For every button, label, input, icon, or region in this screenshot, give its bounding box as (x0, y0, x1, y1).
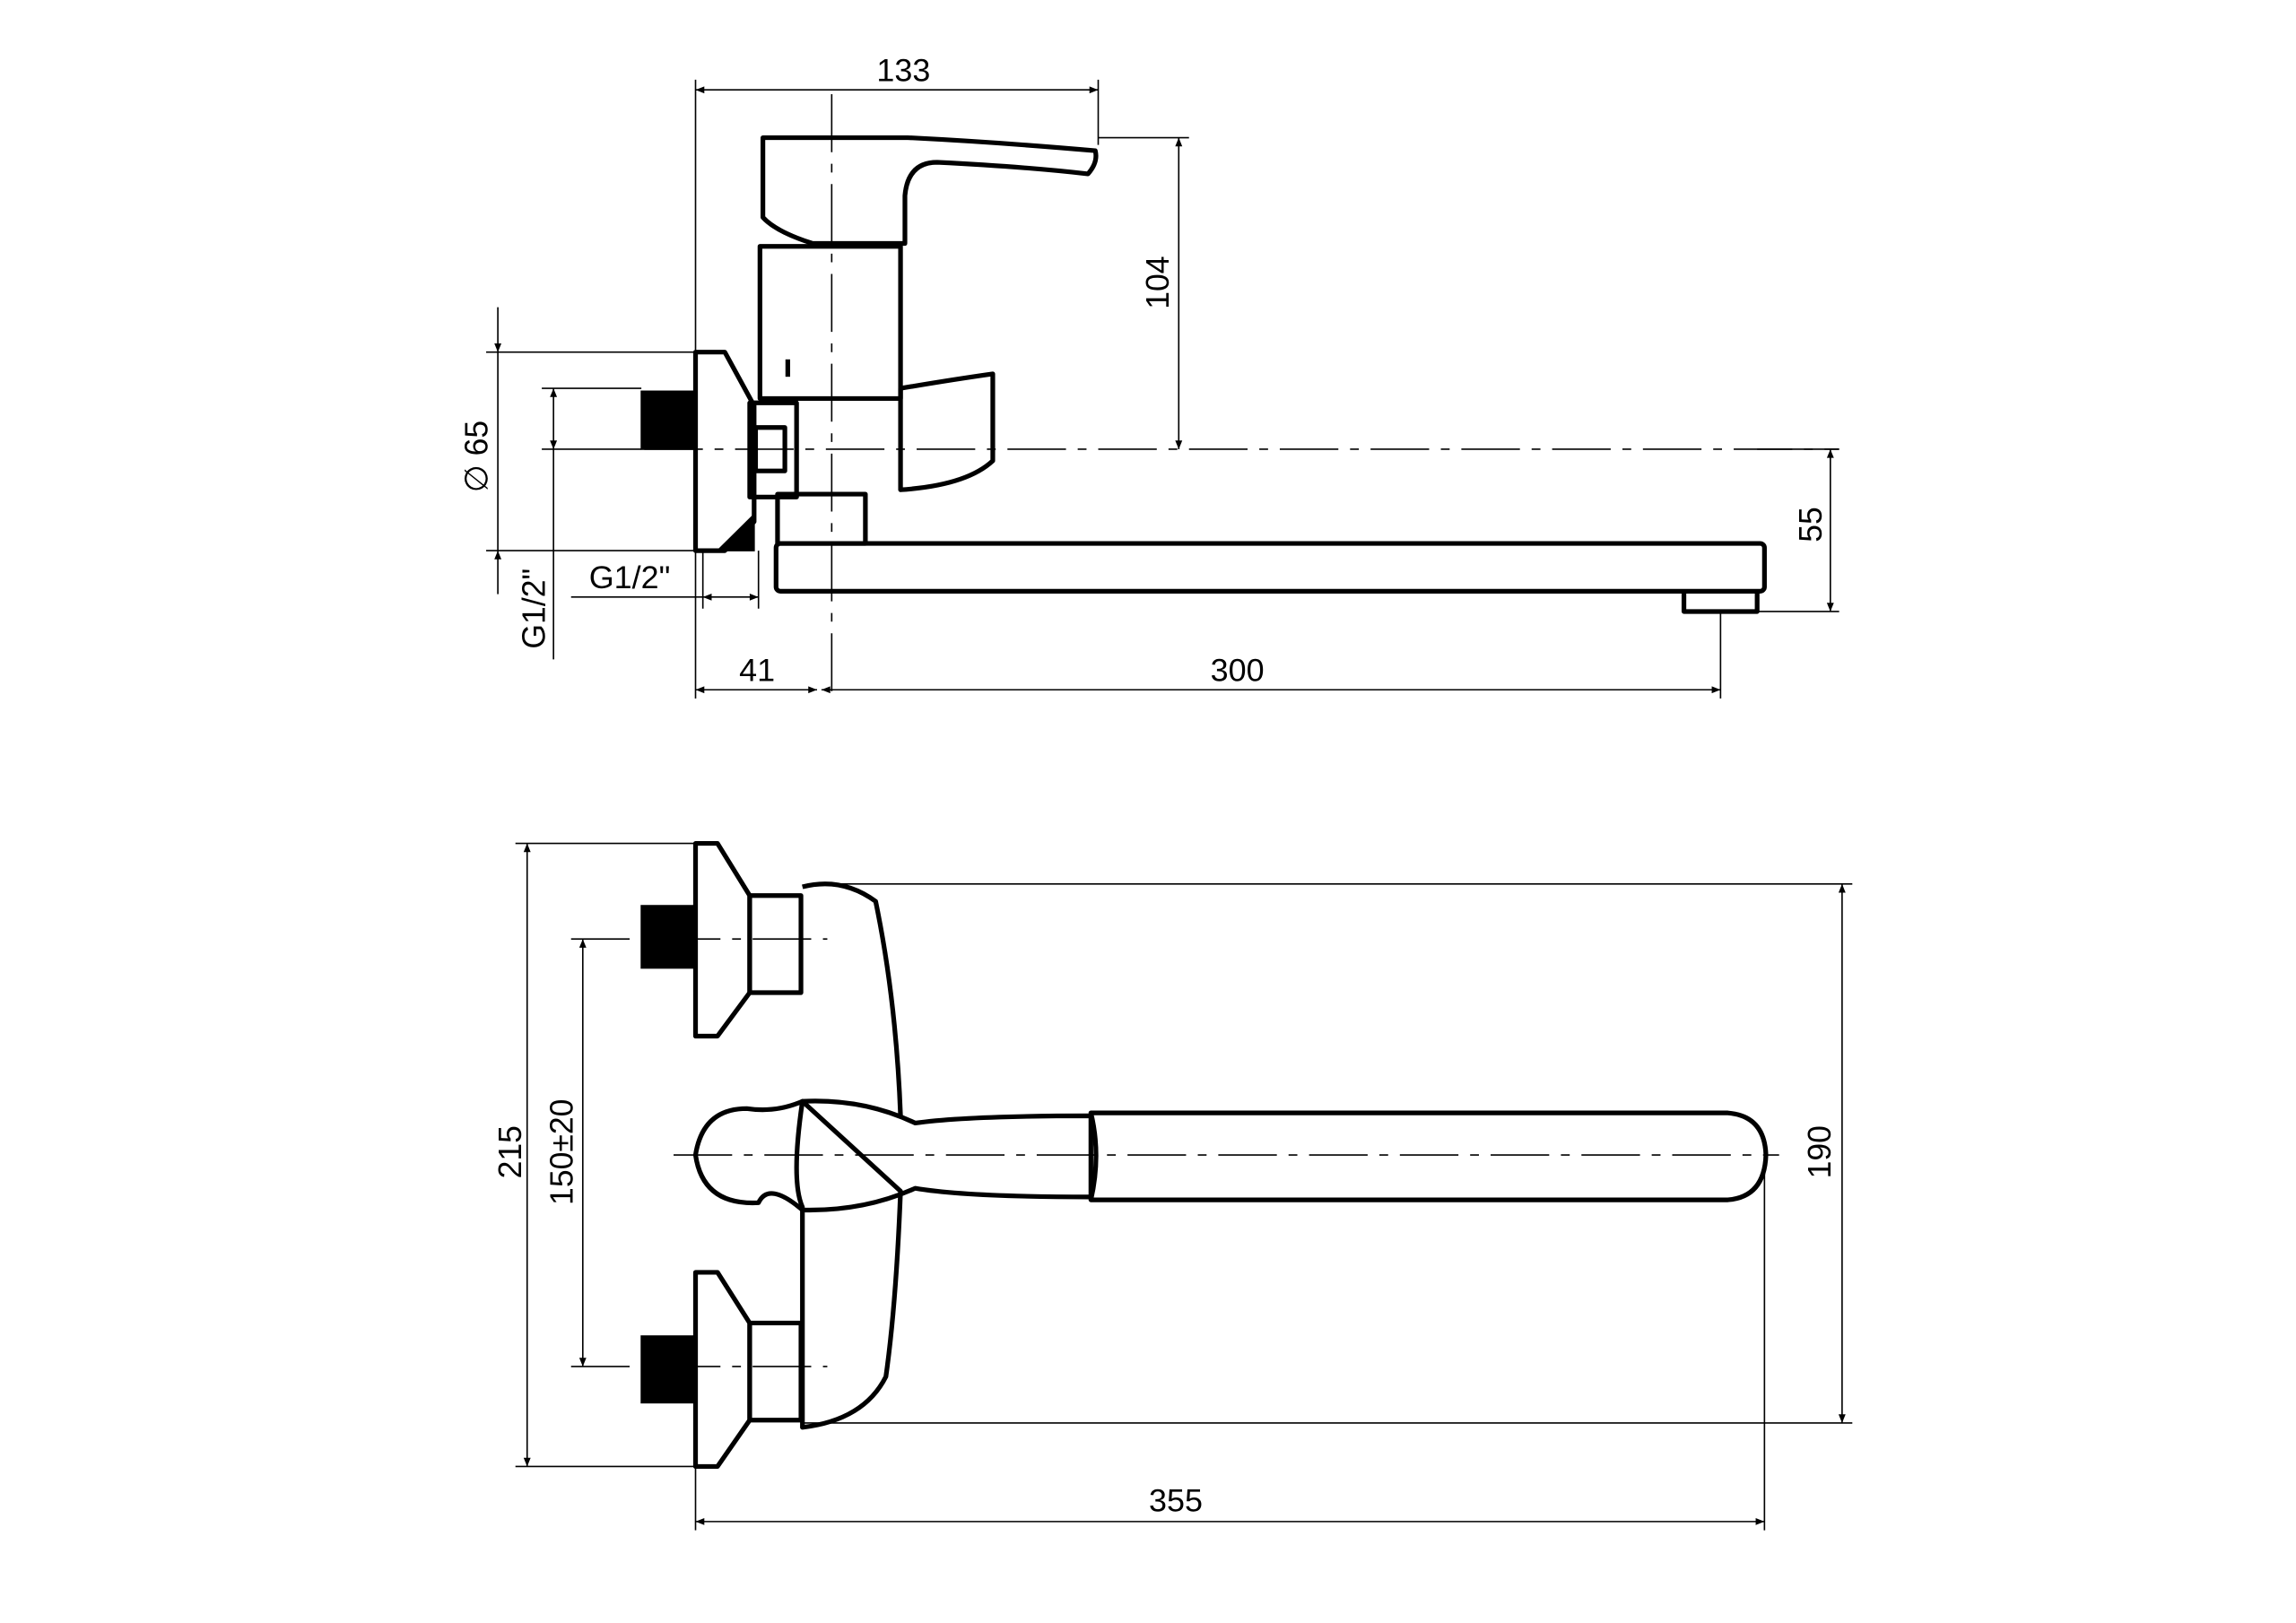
inlet-thread (640, 390, 694, 450)
swivel-nut (775, 491, 868, 546)
spout-top (1088, 1110, 1769, 1202)
aerator (1681, 591, 1760, 614)
dim-300: 300 (1211, 653, 1265, 689)
dim-41: 41 (739, 653, 775, 689)
handle-knob (692, 1098, 1093, 1213)
dim-104: 104 (1140, 256, 1176, 308)
bottom-inlet-thread (640, 1335, 694, 1404)
dim-55: 55 (1793, 507, 1829, 542)
top-inlet-thread (640, 905, 694, 969)
dim-133: 133 (876, 53, 930, 89)
dim-355: 355 (1149, 1483, 1203, 1519)
side-view: 133 104 ∅ 65 G1/2" G1/2" (459, 53, 1839, 699)
lever-handle (761, 135, 1099, 247)
dim-190: 190 (1802, 1125, 1838, 1178)
dim-inlet-spacing: 150±20 (544, 1099, 579, 1205)
front-view: 215 150±20 190 355 (492, 840, 1853, 1531)
valve-body (757, 244, 903, 402)
wall-flange (692, 350, 757, 553)
dim-thread-vertical: G1/2" (516, 568, 552, 649)
dim-thread-horizontal: G1/2" (589, 560, 671, 595)
dim-flange-diameter: ∅ 65 (459, 421, 495, 492)
bottom-flange (692, 1270, 752, 1470)
dim-215: 215 (492, 1125, 528, 1178)
